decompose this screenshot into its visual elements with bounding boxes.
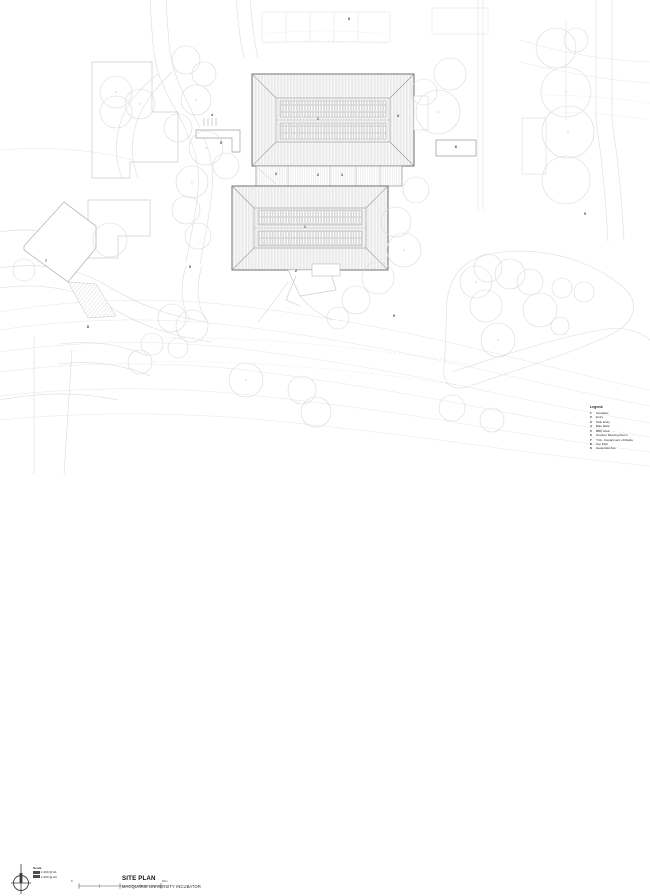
legend-item-label: Y3A - Department of Media xyxy=(596,437,633,442)
plan-marker: 2 xyxy=(295,269,297,273)
plan-marker: 4 xyxy=(397,114,399,118)
legend-item-label: Incubator xyxy=(596,410,609,415)
legend-item-label: Outdoor Meeting Room xyxy=(596,433,628,438)
scale-swatch-a3 xyxy=(33,875,40,879)
plan-marker: 7 xyxy=(45,259,47,263)
scale-swatch-a1 xyxy=(33,871,40,874)
north-arrow-icon xyxy=(11,864,31,894)
building-y3a-existing xyxy=(12,199,151,283)
legend-item-number: 2 xyxy=(590,415,592,420)
legend-item-label: Hadenfeld Ave xyxy=(596,446,616,451)
tree-canopies xyxy=(99,27,595,433)
plan-marker: 9 xyxy=(393,314,395,318)
legend-item-number: 5 xyxy=(590,428,592,433)
legend-item: 5 BBQ Area xyxy=(590,428,648,434)
bike-racks xyxy=(195,118,241,153)
plan-marker: 6 xyxy=(455,145,457,149)
legend-item-number: 4 xyxy=(590,424,592,429)
legend-item-label: Side Entry xyxy=(596,419,611,424)
tree-trunks xyxy=(115,91,569,381)
legend-item-label: Bike Rack xyxy=(596,424,610,429)
road-kerbs xyxy=(0,229,213,474)
legend-item-label: Car Park xyxy=(596,441,608,446)
building-incubator-south xyxy=(231,185,389,271)
plan-marker: 3 xyxy=(275,172,277,176)
legend-item-label: BBQ Area xyxy=(596,428,610,433)
entry-stair-hatch xyxy=(67,281,117,319)
service-line xyxy=(477,0,567,210)
plan-marker: 2 xyxy=(317,173,319,177)
plan-number-markers: 1 1 2 2 3 3 4 4 5 6 7 8 8 9 9 9 xyxy=(45,17,586,329)
building-incubator-north xyxy=(251,73,415,167)
car-park-north xyxy=(261,7,489,43)
scale-block: Scale 1:200 @ A1 1:400 @ A3 xyxy=(33,866,57,879)
legend-item-number: 9 xyxy=(590,446,592,451)
hadenfeld-ave xyxy=(521,0,625,243)
plan-marker: 3 xyxy=(341,173,343,177)
legend-item: 3 Side Entry xyxy=(590,419,648,425)
plan-marker: 5 xyxy=(220,141,222,145)
legend-item: 6 Outdoor Meeting Room xyxy=(590,433,648,438)
legend-item-number: 1 xyxy=(590,410,592,415)
legend-item: 7 Y3A - Department of Media xyxy=(590,437,648,443)
plan-marker: 9 xyxy=(189,265,191,269)
legend-item-number: 3 xyxy=(590,419,592,424)
plan-marker: 1 xyxy=(304,225,306,229)
legend-item-number: 7 xyxy=(590,437,592,442)
legend-item-number: 6 xyxy=(590,433,592,438)
page-title: SITE PLAN xyxy=(122,875,156,882)
legend-item-number: 8 xyxy=(590,441,592,446)
scale-ratio-a3: 1:400 @ A3 xyxy=(41,874,57,879)
scale-bar-end-label: 10m xyxy=(162,879,168,883)
legend-item-label: Entry xyxy=(596,415,604,420)
project-name: MACQUARIE UNIVERSITY INCUBATOR xyxy=(122,884,201,889)
outdoor-meeting-room xyxy=(435,139,477,157)
scale-bar-start-label: 0 xyxy=(71,879,73,883)
planting-bed-east xyxy=(443,250,650,389)
plan-marker: 9 xyxy=(584,212,586,216)
scale-ratio-a3-row: 1:400 @ A3 xyxy=(33,875,57,879)
legend-item: 1 Incubator xyxy=(590,410,648,416)
plan-marker: 8 xyxy=(348,17,350,21)
legend-items: 1 Incubator 2 Entry 3 Side Entry 4 Bike Rack 5 BB… xyxy=(590,410,648,451)
title-block: Scale 1:200 @ A1 1:400 @ A3 0 10m xyxy=(0,428,650,894)
plan-marker: 1 xyxy=(317,117,319,121)
legend: Legend 1 Incubator 2 Entry 3 Side Entry 4 Bike … xyxy=(590,405,648,452)
south-entry-paving xyxy=(257,263,341,323)
legend-item: 8 Car Park xyxy=(590,441,648,447)
plan-marker: 8 xyxy=(87,325,89,329)
legend-item: 4 Bike Rack xyxy=(590,424,648,429)
existing-building-northwest xyxy=(91,61,179,179)
legend-title: Legend xyxy=(590,405,603,409)
legend-item: 9 Hadenfeld Ave xyxy=(590,447,648,451)
plan-marker: 4 xyxy=(211,113,213,117)
legend-item: 2 Entry xyxy=(590,415,648,420)
building-link-courtyard xyxy=(255,165,403,187)
